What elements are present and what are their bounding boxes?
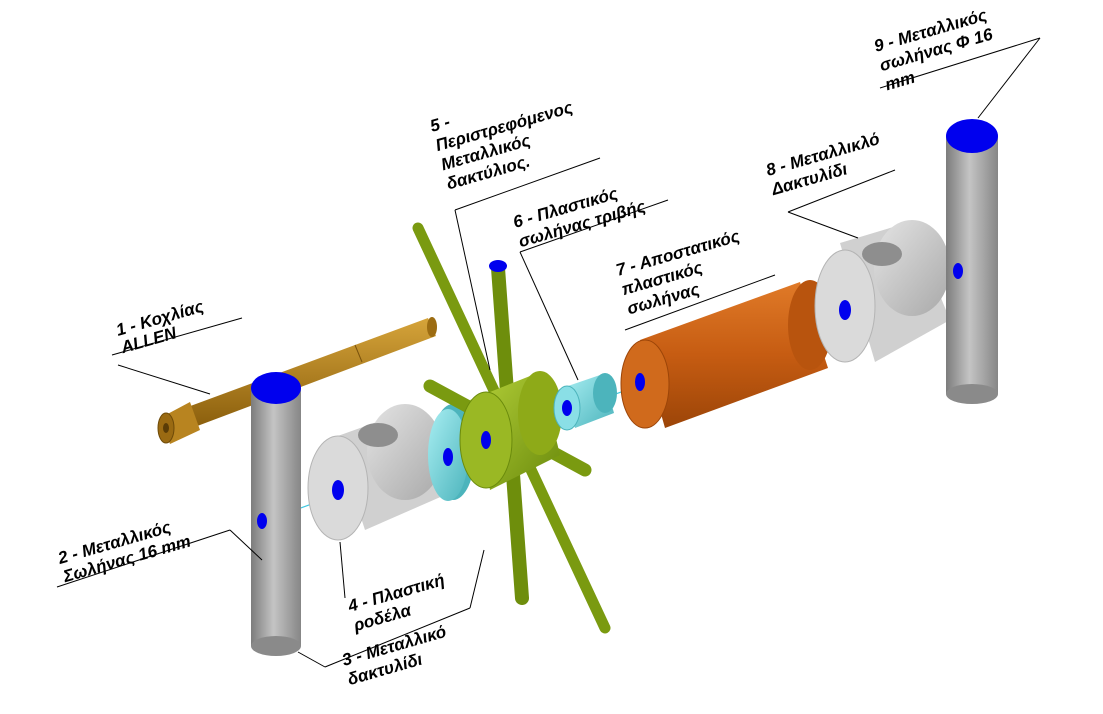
- label-part-9: 9 - Μεταλλικός σωλήνας Φ 16 mm: [872, 5, 995, 94]
- label-part-5-line-1: 5 -: [428, 112, 453, 136]
- label-part-1: 1 - Κοχλίας ALLEN: [114, 297, 206, 358]
- spacer-plastic-tube-part: [620, 280, 832, 429]
- plastic-friction-tube-part: [553, 373, 617, 431]
- metal-tube-phi16-part: [946, 119, 998, 404]
- leader-lines: [56, 37, 1041, 668]
- rotating-metal-ring-part: [412, 222, 611, 634]
- metal-tube-16mm-part: [251, 372, 301, 656]
- metal-ring-part-8: [814, 220, 950, 363]
- label-part-6: 6 - Πλαστικός σωλήνας τριβής: [511, 184, 648, 251]
- label-part-8: 8 - Μεταλλικλό Δακτυλίδι: [764, 129, 882, 199]
- metal-ring-part-3: [307, 404, 445, 541]
- allen-bolt-part: [157, 317, 437, 444]
- label-part-2: 2 - Μεταλλικός Σωλήνας 16 mm: [55, 517, 193, 586]
- label-part-5: 5 - Περιστρεφόμενος Μεταλλικός δακτύλιος…: [428, 98, 575, 194]
- label-part-7: 7 - Αποστατικός πλαστικός σωλήνας: [614, 226, 742, 318]
